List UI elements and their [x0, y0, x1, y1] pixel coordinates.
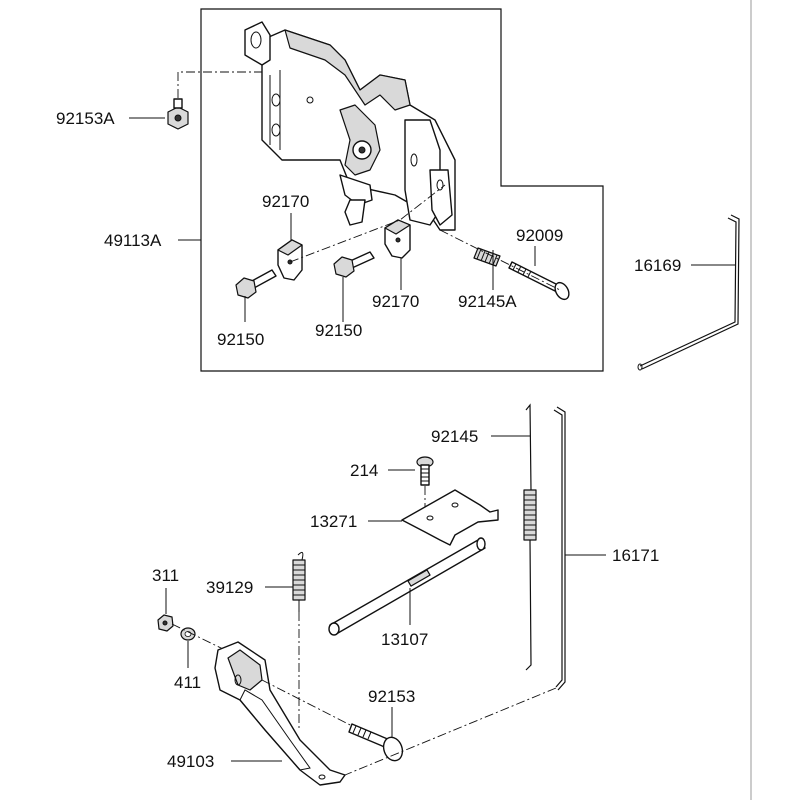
label-92145[interactable]: 92145 — [431, 427, 478, 446]
dash-screw-axis — [439, 229, 561, 291]
label-13107[interactable]: 13107 — [381, 630, 428, 649]
bolt-92150-left-illustration — [235, 269, 277, 299]
label-92145A[interactable]: 92145A — [458, 292, 517, 311]
plate-13271-illustration — [401, 489, 499, 546]
shaft-13107-illustration — [328, 537, 486, 636]
label-92153[interactable]: 92153 — [368, 687, 415, 706]
dash-lever-pivot — [261, 679, 361, 731]
dash-92170-axis — [289, 184, 446, 263]
nut-311-illustration — [157, 614, 174, 632]
rod-16169-illustration — [637, 214, 740, 371]
label-214[interactable]: 214 — [350, 461, 378, 480]
label-39129[interactable]: 39129 — [206, 578, 253, 597]
washer-411-illustration — [180, 627, 196, 641]
lever-49103-illustration — [214, 641, 346, 786]
clip-92170-left-illustration — [277, 239, 303, 281]
label-92153A[interactable]: 92153A — [56, 109, 115, 128]
label-92009[interactable]: 92009 — [516, 226, 563, 245]
clip-92170-right-illustration — [384, 219, 411, 259]
label-92170-left[interactable]: 92170 — [262, 192, 309, 211]
label-311[interactable]: 311 — [152, 566, 179, 585]
screw-92009-illustration — [508, 261, 570, 301]
label-49113A[interactable]: 49113A — [104, 231, 162, 250]
control-bracket-illustration — [244, 21, 456, 231]
assembly-outline-49113A — [200, 8, 604, 372]
dash-rod-lever — [344, 687, 557, 776]
screw-214-illustration — [416, 456, 434, 486]
spring-92145-illustration — [523, 403, 537, 671]
dash-nut-axis — [171, 623, 226, 651]
label-92150-left[interactable]: 92150 — [217, 330, 264, 349]
label-16171[interactable]: 16171 — [612, 546, 659, 565]
label-16169[interactable]: 16169 — [634, 256, 681, 275]
label-13271[interactable]: 13271 — [310, 512, 357, 531]
bolt-92150-right-illustration — [333, 251, 375, 278]
nut-92153A-illustration — [167, 98, 189, 130]
rod-16171-illustration — [553, 406, 566, 691]
label-411[interactable]: 411 — [174, 673, 201, 692]
part-labels: 92153A 49113A 92170 92170 92150 92150 92… — [56, 109, 681, 771]
bolt-92153-illustration — [348, 723, 404, 762]
label-92150-right[interactable]: 92150 — [315, 321, 362, 340]
label-49103[interactable]: 49103 — [167, 752, 214, 771]
spring-39129-illustration — [292, 551, 306, 612]
dash-92153A — [177, 71, 262, 98]
label-92170-right[interactable]: 92170 — [372, 292, 419, 311]
spring-92145A-illustration — [473, 247, 501, 267]
leader-lines — [129, 117, 736, 762]
